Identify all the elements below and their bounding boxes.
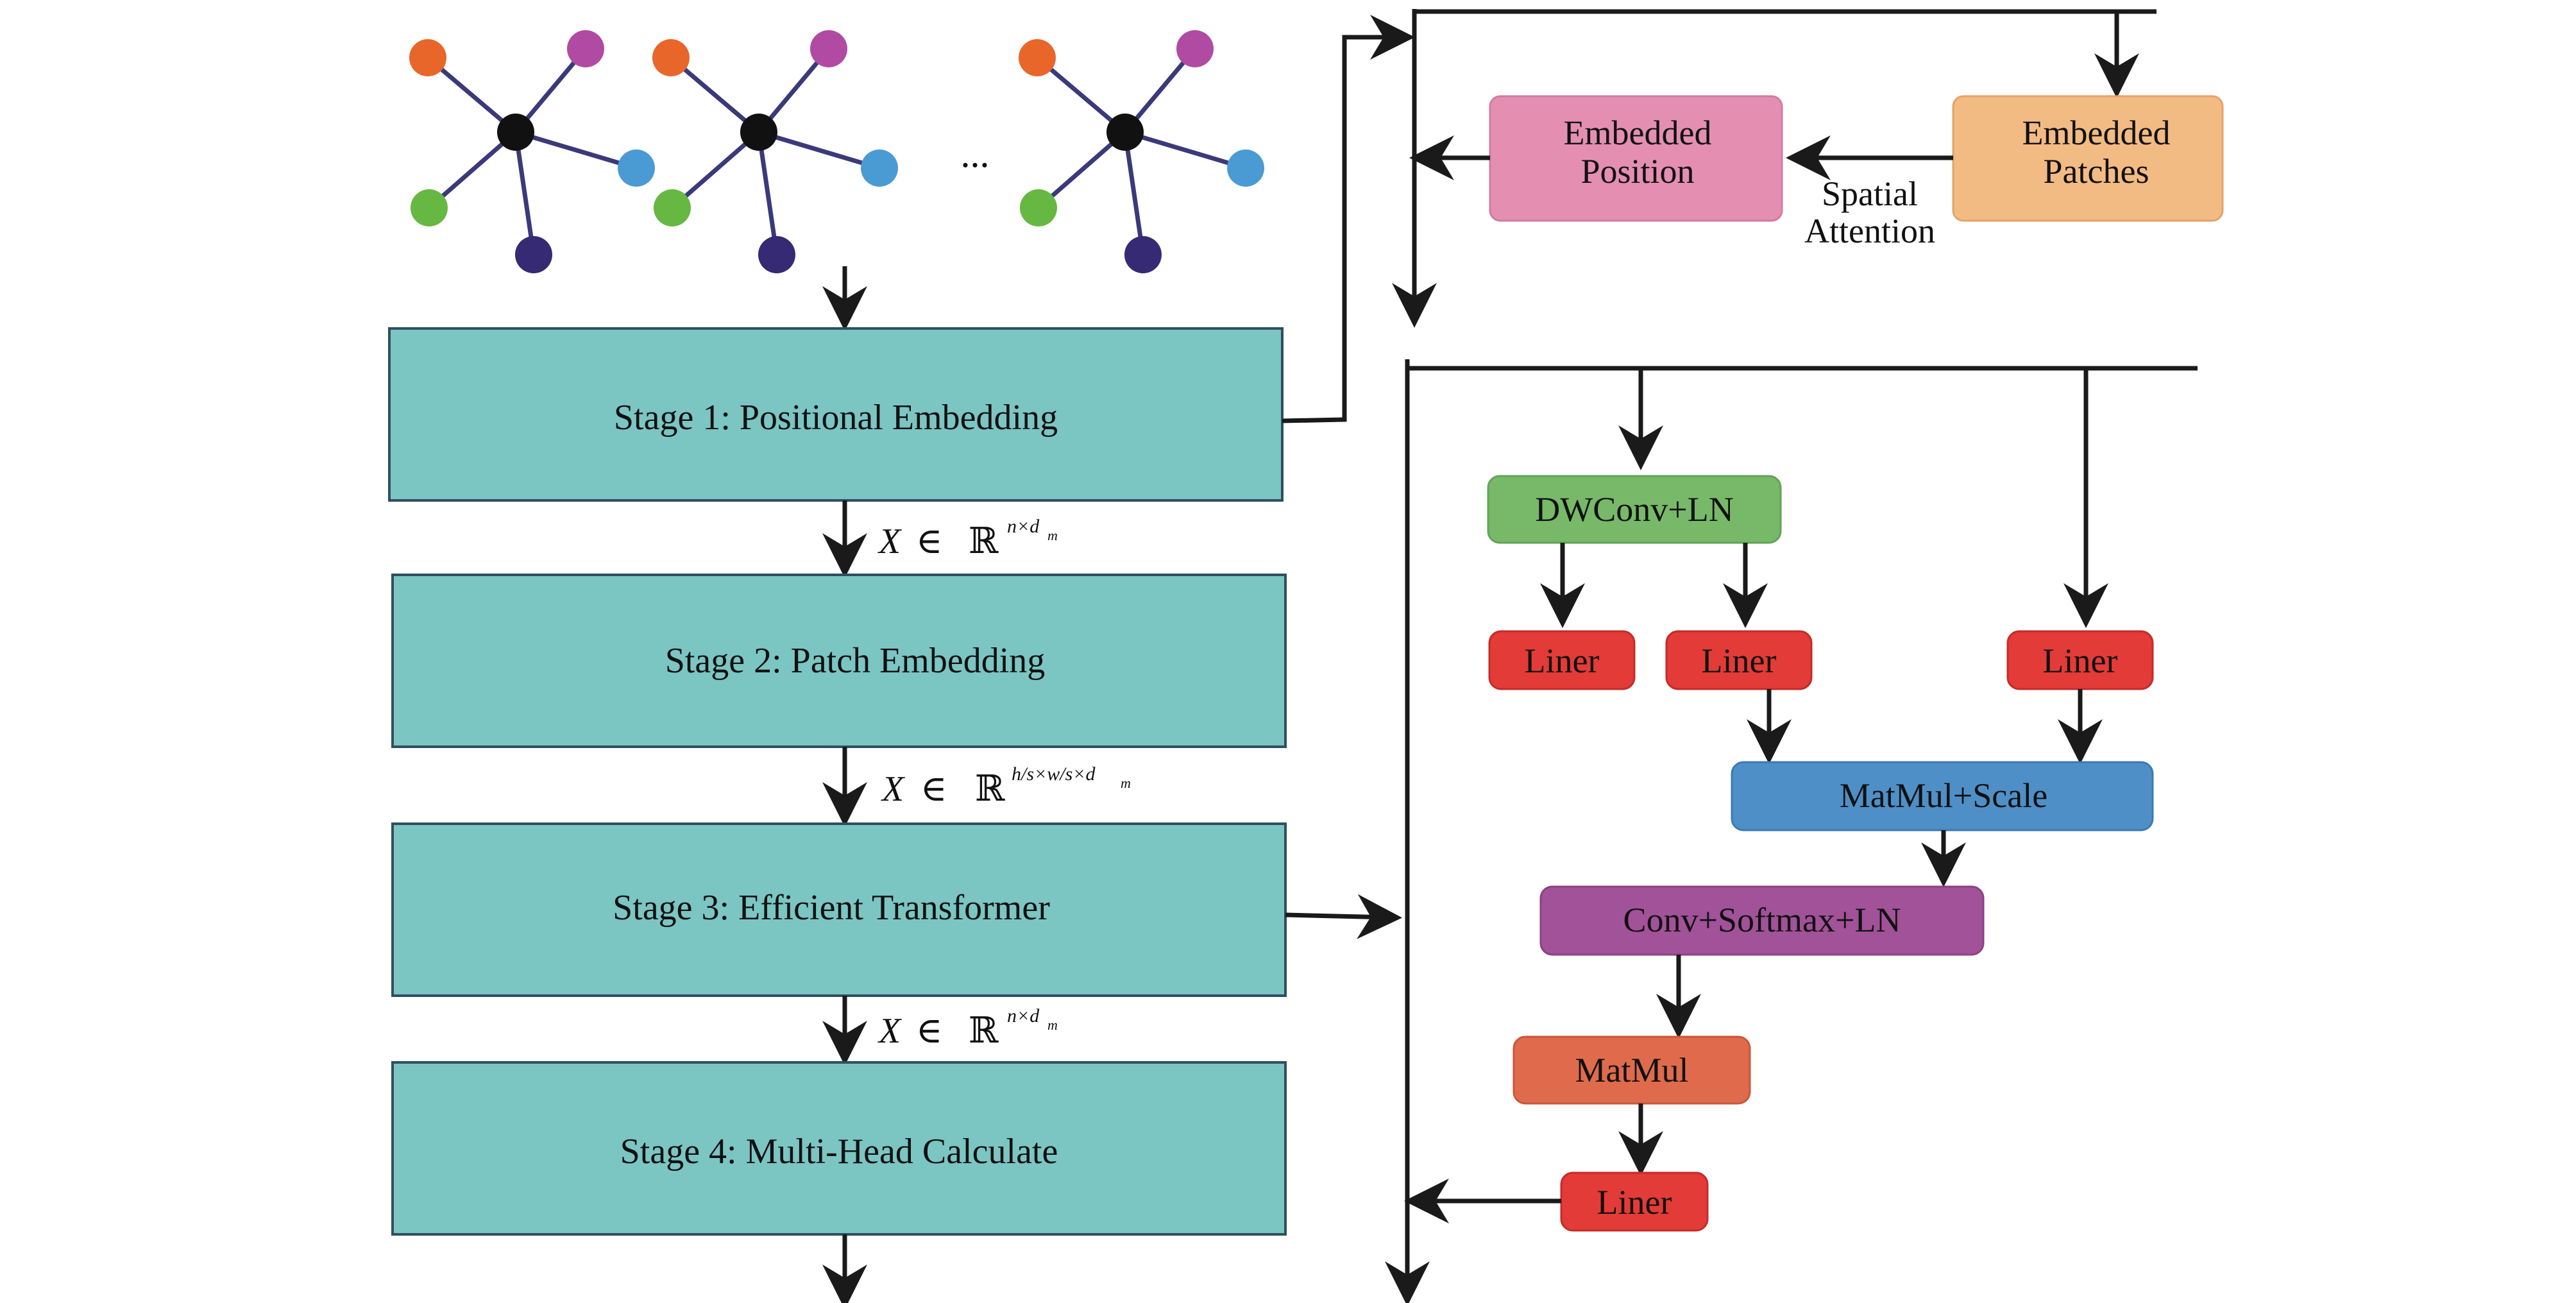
graph-node-orange [409,39,446,76]
dwconv-ln-node: DWConv+LN [1487,475,1782,544]
graph-icon-1 [409,30,655,273]
svg-text:Liner: Liner [1525,642,1600,680]
connector-stage1-to-attention [1282,15,1415,423]
svg-text:m: m [1121,775,1131,791]
embedded-position-box: Embedded Position [1489,95,1783,222]
graph-node-center [1106,114,1144,151]
stage-4-box: Stage 4: Multi-Head Calculate [391,1061,1287,1236]
svg-text:Attention: Attention [1804,212,1935,250]
svg-text:h/s×w/s×d: h/s×w/s×d [1012,763,1096,785]
svg-text:ℝ: ℝ [975,768,1006,810]
svg-text:∈: ∈ [916,520,942,562]
svg-text:MatMul: MatMul [1575,1051,1688,1089]
svg-text:ℝ: ℝ [969,520,999,562]
graph-node-navy [515,236,552,273]
svg-text:MatMul+Scale: MatMul+Scale [1840,776,2047,815]
attention-panel: Embedded Patches Spatial Attention Embed… [1392,9,2224,328]
svg-text:X: X [881,769,906,809]
svg-text:∈: ∈ [916,1010,942,1052]
liner-node-2: Liner [1665,630,1813,690]
embedded-patches-box: Embedded Patches [1952,95,2224,222]
transition-3: X ∈ ℝ n×d m [877,1005,1058,1052]
svg-text:m: m [1047,1017,1058,1033]
svg-text:X: X [877,522,902,561]
stage-2-label: Stage 2: Patch Embedding [665,641,1046,681]
spatial-attention-label: Spatial Attention [1804,175,1935,250]
graph-node-magenta [567,30,604,67]
svg-text:Liner: Liner [2043,642,2118,680]
graph-icon-3 [1019,30,1264,273]
svg-text:Liner: Liner [1597,1183,1672,1222]
svg-text:Liner: Liner [1702,642,1777,680]
matmul-scale-node: MatMul+Scale [1731,761,2154,831]
graph-node-orange [652,39,690,76]
svg-text:Spatial: Spatial [1822,175,1918,213]
svg-text:n×d: n×d [1007,516,1040,537]
graph-node-blue [861,149,898,187]
svg-text:n×d: n×d [1007,1005,1040,1026]
conv-softmax-ln-node: Conv+Softmax+LN [1539,885,1985,956]
arrow-stage3-to-transformer [1285,894,1402,939]
svg-text:m: m [1047,527,1058,543]
graph-node-center [497,114,534,151]
stage-3-label: Stage 3: Efficient Transformer [613,888,1050,928]
svg-text:Embedded: Embedded [1564,114,1712,152]
svg-text:DWConv+LN: DWConv+LN [1535,490,1733,529]
svg-text:Patches: Patches [2044,152,2149,191]
svg-text:∈: ∈ [920,768,947,810]
graph-node-magenta [810,30,847,67]
stage-1-label: Stage 1: Positional Embedding [614,398,1058,438]
stage-1-box: Stage 1: Positional Embedding [388,327,1284,502]
graph-node-navy [1124,236,1162,273]
graph-node-blue [1227,149,1264,187]
stage-3-box: Stage 3: Efficient Transformer [391,822,1287,997]
graph-node-magenta [1176,30,1214,67]
graph-icon-2 [652,30,898,273]
matmul-node: MatMul [1513,1035,1751,1105]
stage-2-box: Stage 2: Patch Embedding [391,574,1287,748]
svg-text:Embedded: Embedded [2022,114,2171,152]
transformer-panel: DWConv+LN Liner Liner Liner MatMul+Scale… [1285,359,2198,1303]
graph-node-orange [1019,39,1056,76]
graph-node-green [654,189,691,226]
graph-node-center [740,114,777,151]
graph-node-navy [758,236,795,273]
svg-text:Position: Position [1580,152,1694,191]
svg-text:ℝ: ℝ [969,1010,999,1052]
graph-node-blue [618,149,655,187]
transition-1: X ∈ ℝ n×d m [877,516,1058,562]
stage-4-label: Stage 4: Multi-Head Calculate [620,1132,1058,1171]
liner-node-1: Liner [1488,630,1636,690]
graph-ellipsis: ... [961,133,990,175]
graph-node-green [411,189,448,226]
graph-node-green [1020,189,1057,226]
svg-text:X: X [877,1011,902,1051]
transition-2: X ∈ ℝ h/s×w/s×d m [881,763,1131,810]
liner-node-3: Liner [2006,630,2154,690]
svg-text:Conv+Softmax+LN: Conv+Softmax+LN [1623,901,1901,939]
liner-output-node: Liner [1560,1171,1709,1232]
